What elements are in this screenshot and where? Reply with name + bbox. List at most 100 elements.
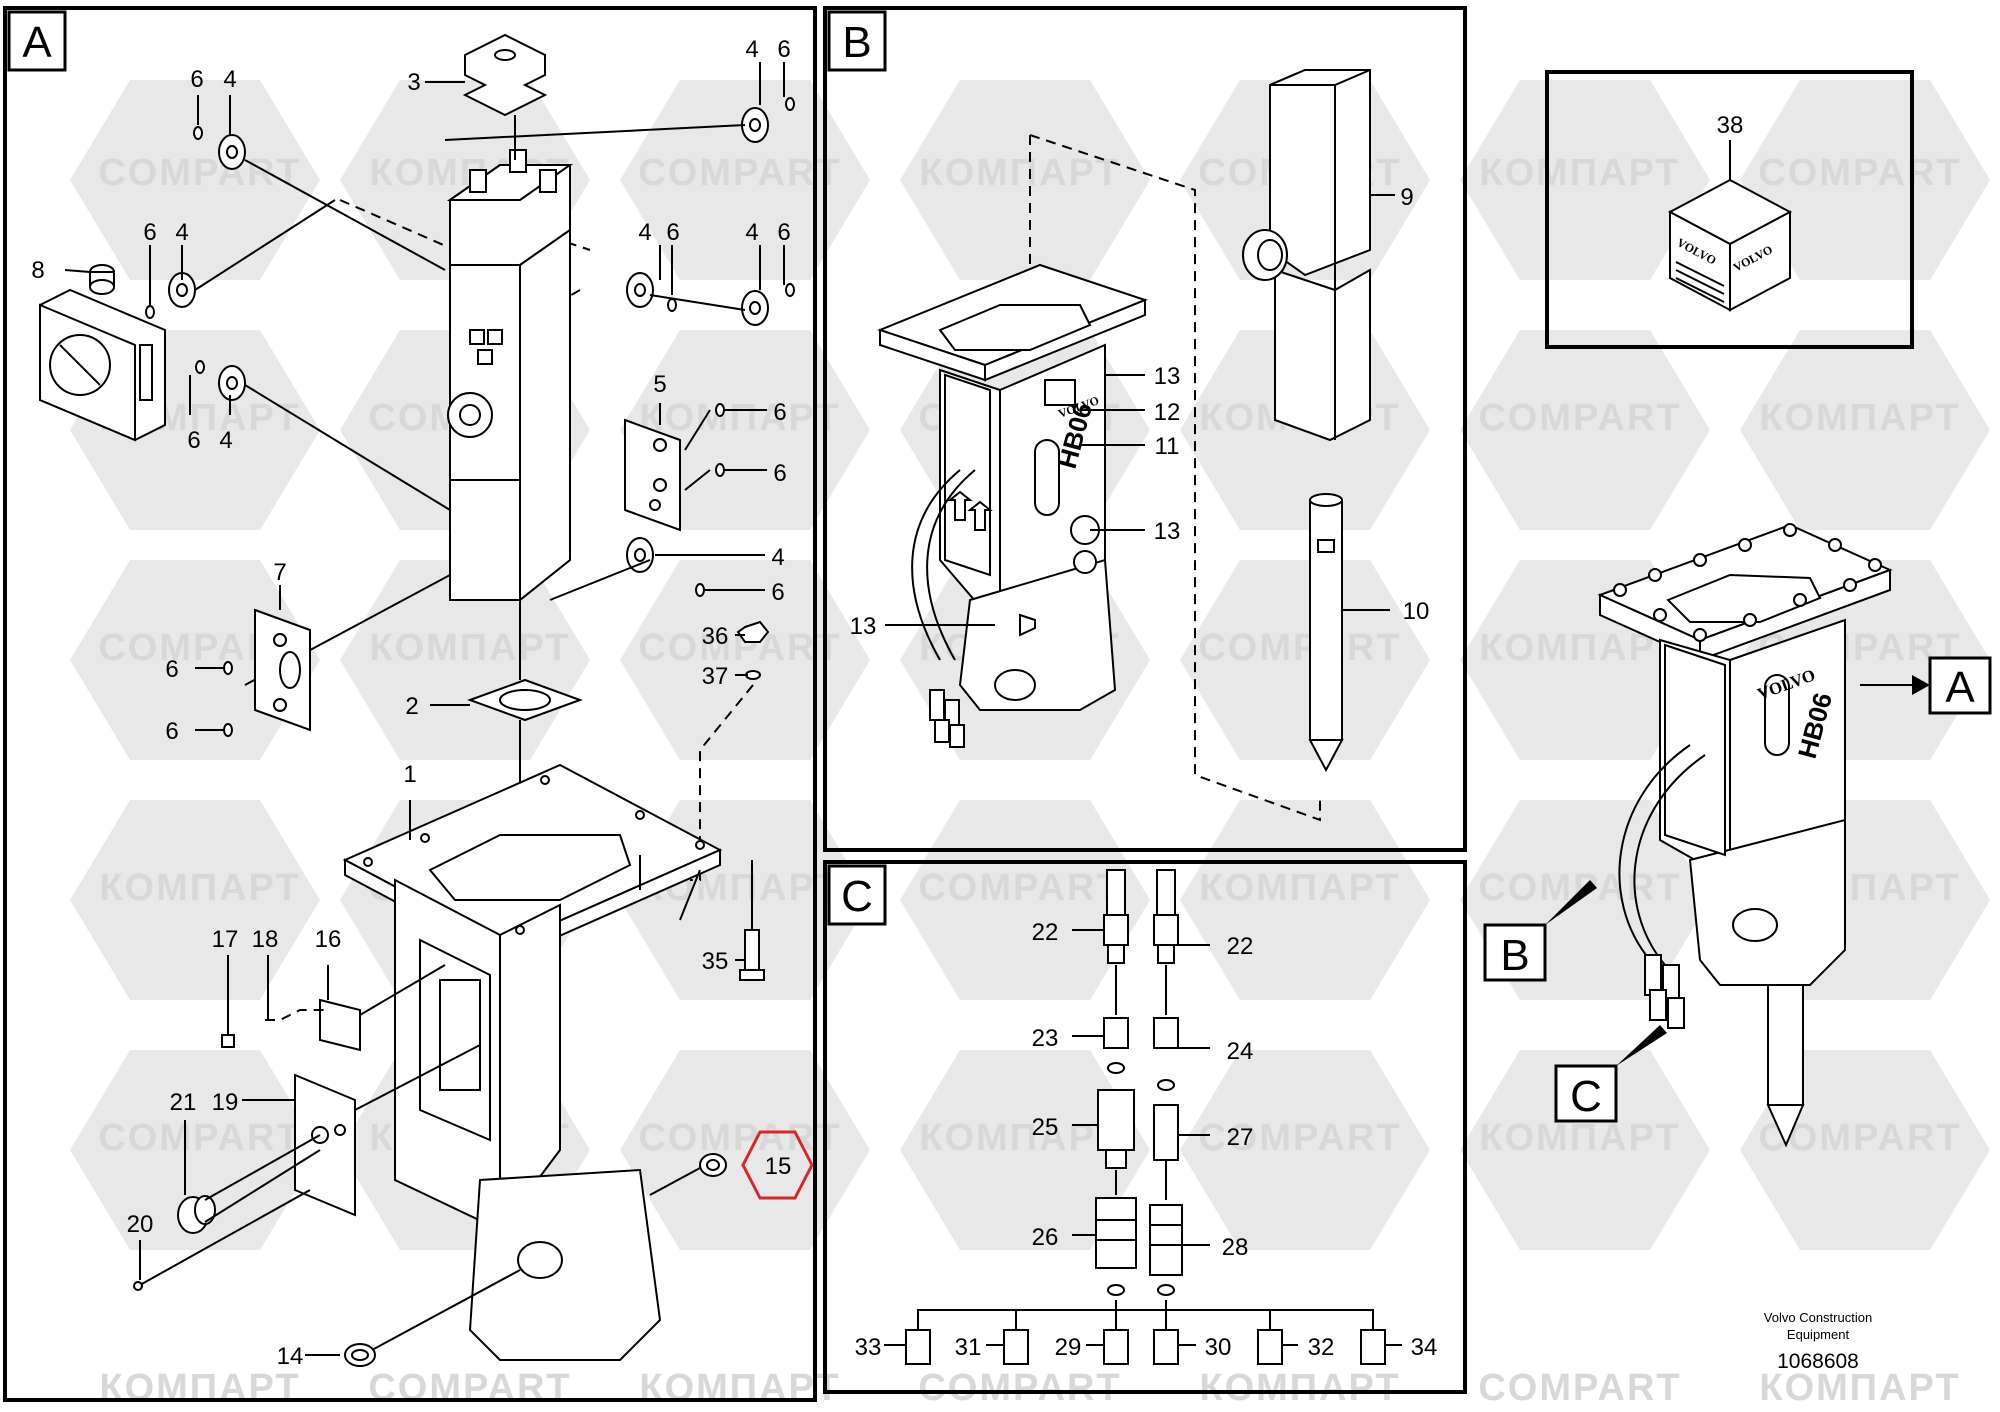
bracket-part-8[interactable] [39, 264, 166, 442]
watermark-text: COMPART [98, 152, 301, 194]
watermark-text: COMPART [918, 1367, 1121, 1409]
callout-c-33: 33 [855, 1334, 882, 1361]
cover-plate-part-5[interactable] [624, 409, 711, 532]
plug-part-14[interactable] [344, 1269, 521, 1367]
callout-a-3: 3 [407, 69, 420, 96]
kit-box: 38 VOLVO VOLVO [1545, 70, 1914, 349]
company-line-1: Volvo Construction [1764, 1310, 1872, 1325]
overview-breaker[interactable]: VOLVO HB06 [1597, 523, 1893, 1148]
callout-b-11: 11 [1155, 433, 1180, 460]
watermark-text: COMPART [98, 1117, 301, 1159]
callout-b-12: 12 [1154, 399, 1181, 426]
watermark-text: КОМПАРТ [99, 1367, 300, 1409]
callout-a-6e: 6 [777, 219, 790, 246]
callout-a-4c: 4 [175, 219, 188, 246]
callout-c-34: 34 [1411, 1334, 1438, 1361]
callout-a-1: 1 [403, 761, 416, 788]
retainer-part-9[interactable] [1242, 69, 1395, 442]
callout-a-35: 35 [702, 948, 729, 975]
callout-c-25: 25 [1032, 1114, 1059, 1141]
callout-a-37: 37 [702, 663, 729, 690]
callout-b-13a: 13 [1154, 363, 1181, 390]
callout-a-17: 17 [212, 926, 239, 953]
watermark-text: COMPART [918, 867, 1121, 909]
footer-credit: Volvo Construction Equipment 1068608 [1764, 1310, 1872, 1373]
overview-tag-a-label: A [1945, 663, 1975, 712]
callout-b-13c: 13 [850, 613, 877, 640]
callout-a-8: 8 [31, 257, 44, 284]
overview-tag-b-label: B [1500, 931, 1529, 980]
callout-a-6b: 6 [777, 36, 790, 63]
callout-a-6c: 6 [143, 219, 156, 246]
chisel-part-10[interactable] [1308, 493, 1390, 773]
callout-a-14: 14 [277, 1343, 304, 1370]
callout-a-6g: 6 [773, 399, 786, 426]
watermark-text: COMPART [638, 152, 841, 194]
callout-a-5: 5 [653, 371, 666, 398]
callout-b-9: 9 [1400, 184, 1413, 211]
callout-a-18: 18 [252, 926, 279, 953]
callout-a-6f: 6 [187, 427, 200, 454]
watermark-text: КОМПАРТ [639, 397, 840, 439]
plate-part-2[interactable] [467, 610, 583, 880]
callout-c-23: 23 [1032, 1025, 1059, 1052]
bolt-part-35[interactable] [739, 860, 765, 981]
nut-part-36[interactable] [690, 620, 770, 881]
watermark-text: КОМПАРТ [1759, 397, 1960, 439]
panel-c-label: C [841, 872, 873, 921]
callout-b-13b: 13 [1154, 518, 1181, 545]
plate-part-19[interactable] [294, 1044, 481, 1217]
cylinder-body[interactable] [446, 149, 574, 610]
watermark-text: КОМПАРТ [1479, 152, 1680, 194]
watermark-text: COMPART [368, 1367, 571, 1409]
breaker-housing-b[interactable]: VOLVO HB06 [877, 263, 1148, 748]
callout-c-31: 31 [955, 1334, 982, 1361]
callouts-panel-b: 9 13 12 11 13 13 10 [850, 184, 1430, 640]
panel-b-label-box [827, 10, 887, 72]
company-line-2: Equipment [1787, 1327, 1850, 1342]
fitting-part-21[interactable] [133, 1134, 321, 1291]
housing-part-1[interactable] [342, 763, 723, 1361]
callout-c-28: 28 [1222, 1234, 1249, 1261]
top-plug-part-3[interactable] [462, 33, 548, 160]
callout-c-30: 30 [1205, 1334, 1232, 1361]
callout-a-6k: 6 [771, 579, 784, 606]
callout-a-2: 2 [405, 693, 418, 720]
watermark-text: COMPART [1478, 867, 1681, 909]
panel-c: C [823, 860, 1467, 1394]
overview-tag-a[interactable]: A [1860, 656, 1992, 715]
highlight-hexagon [741, 1130, 814, 1200]
callout-a-21: 21 [170, 1089, 197, 1116]
watermark-text: COMPART [1198, 1117, 1401, 1159]
panel-c-label-box [827, 864, 887, 926]
watermark-text: КОМПАРТ [1199, 867, 1400, 909]
watermark-text: КОМПАРТ [1479, 1117, 1680, 1159]
panel-a-label-box [7, 10, 67, 72]
callout-a-6j: 6 [165, 718, 178, 745]
panel-a-label: A [22, 18, 52, 67]
watermark-text: КОМПАРТ [1759, 1367, 1960, 1409]
watermark-text: COMPART [638, 1117, 841, 1159]
plug-part-15[interactable] [649, 1153, 727, 1196]
callout-a-4a: 4 [223, 66, 236, 93]
callout-c-32: 32 [1308, 1334, 1335, 1361]
callout-a-16: 16 [315, 926, 342, 953]
decal-kit-cube[interactable]: VOLVO VOLVO [1667, 178, 1793, 312]
washer-group[interactable] [145, 97, 795, 737]
overview-tag-c-label: C [1570, 1072, 1602, 1121]
watermark-text: КОМПАРТ [369, 627, 570, 669]
panel-a: A [3, 6, 817, 1402]
panel-b: B VOLVO HB06 [823, 6, 1467, 852]
panel-b-dash-lines [1029, 134, 1321, 822]
cover-part-16[interactable] [221, 964, 446, 1052]
watermark-text: КОМПАРТ [1199, 1367, 1400, 1409]
overview-tag-b[interactable]: B [1483, 880, 1597, 982]
watermark-text: COMPART [1478, 397, 1681, 439]
hose-fittings-c[interactable] [905, 869, 1386, 1365]
panel-b-label: B [842, 18, 871, 67]
document-number: 1068608 [1777, 1350, 1859, 1373]
cover-plate-part-7[interactable] [254, 608, 311, 732]
callouts-panel-c: 22 22 23 24 25 27 26 28 33 31 29 30 32 3… [855, 919, 1438, 1361]
overview-tag-c[interactable]: C [1554, 1025, 1667, 1123]
